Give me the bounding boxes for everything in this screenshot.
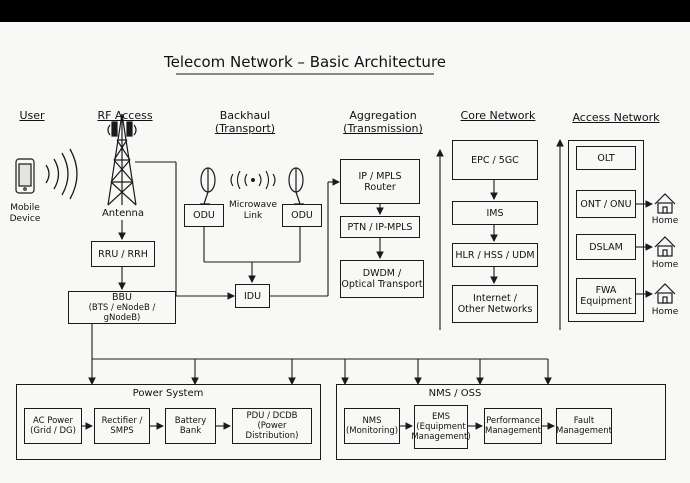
fwa-line2: Equipment [580, 296, 632, 307]
fwa-box[interactable]: FWA Equipment [576, 278, 636, 314]
ac-line1: AC Power [32, 416, 73, 426]
ims-box[interactable]: IMS [452, 201, 538, 225]
idu-box[interactable]: IDU [235, 284, 270, 308]
antenna-tower-icon [107, 113, 137, 206]
section-core-network: Core Network [460, 109, 536, 122]
ems-line3: Management) [411, 432, 471, 442]
odu-right-label: ODU [291, 210, 313, 221]
internet-line2: Other Networks [457, 304, 533, 315]
epc-label: EPC / 5GC [471, 154, 519, 166]
ont-label: ONT / ONU [580, 198, 632, 210]
nms-oss-panel [336, 384, 666, 460]
fwa-line1: FWA [595, 285, 617, 296]
nms-oss-title: NMS / OSS [428, 388, 482, 399]
power-system-panel [16, 384, 321, 460]
section-access-network: Access Network [572, 111, 660, 124]
diagram-sheet: Telecom Network – Basic Architecture Use… [0, 22, 690, 483]
dwdm-line2: Optical Transport [341, 279, 423, 290]
fault-line2: Management [556, 426, 612, 436]
bbu-label: BBU [112, 292, 132, 303]
perf-line1: Performance [486, 416, 540, 426]
section-backhaul-sub: (Transport) [214, 122, 276, 135]
internet-box[interactable]: Internet / Other Networks [452, 285, 538, 323]
hlr-label: HLR / HSS / UDM [455, 249, 535, 261]
ems-box[interactable]: EMS (Equipment Management) [411, 405, 471, 449]
power-system-title: Power System [132, 388, 204, 399]
home-icon [654, 193, 676, 214]
ip-mpls-router-box[interactable]: IP / MPLS Router [340, 159, 420, 204]
pdu-line1: PDU / DCDB [246, 411, 298, 421]
battery-bank-box[interactable]: Battery Bank [165, 408, 216, 444]
ims-label: IMS [486, 207, 504, 219]
rectifier-box[interactable]: Rectifier / SMPS [94, 408, 150, 444]
nms-line1: NMS [362, 416, 382, 426]
section-user: User [19, 109, 45, 122]
epc-5gc-box[interactable]: EPC / 5GC [452, 140, 538, 180]
section-aggregation-sub: (Transmission) [343, 122, 423, 135]
olt-label: OLT [597, 152, 615, 164]
mobile-phone-icon [15, 158, 35, 194]
ac-power-box[interactable]: AC Power (Grid / DG) [24, 408, 82, 444]
home-label-3: Home [651, 307, 679, 317]
access-network-panel [568, 140, 644, 322]
microwave-link-line1: Microwave [229, 200, 277, 210]
rect-line1: Rectifier / [101, 416, 143, 426]
home-icon [654, 283, 676, 304]
signal-waves-icon [45, 148, 78, 200]
bbu-sub-label: (BTS / eNodeB / gNodeB) [88, 303, 156, 323]
home-label-1: Home [651, 216, 679, 226]
odu-left-box[interactable]: ODU [184, 204, 224, 227]
microwave-waves-icon [230, 170, 276, 190]
odu-right-box[interactable]: ODU [282, 204, 322, 227]
microwave-dish-right-icon [288, 167, 304, 205]
microwave-link-line2: Link [243, 211, 263, 221]
fault-management-box[interactable]: Fault Management [556, 408, 612, 444]
home-icon [654, 236, 676, 257]
microwave-dish-left-icon [200, 167, 216, 205]
battery-line2: Bank [179, 426, 202, 436]
ont-onu-box[interactable]: ONT / ONU [576, 190, 636, 218]
rru-box[interactable]: RRU / RRH [91, 241, 155, 267]
ptn-label: PTN / IP-MPLS [347, 221, 413, 233]
idu-label: IDU [243, 290, 262, 302]
diagram-title: Telecom Network – Basic Architecture [163, 53, 447, 71]
nms-box[interactable]: NMS (Monitoring) [344, 408, 400, 444]
mobile-device-line2: Device [9, 214, 41, 224]
section-aggregation: Aggregation [349, 109, 417, 122]
pdu-dcdb-box[interactable]: PDU / DCDB (Power Distribution) [232, 408, 312, 444]
odu-left-label: ODU [193, 210, 215, 221]
rect-line2: SMPS [110, 426, 134, 436]
mobile-device-line1: Mobile [10, 203, 40, 213]
section-backhaul: Backhaul [219, 109, 271, 122]
battery-line1: Battery [174, 416, 207, 426]
home-label-2: Home [651, 260, 679, 270]
mobile-device-label: Mobile Device [4, 203, 46, 225]
microwave-link-label: Microwave Link [224, 200, 282, 222]
internet-line1: Internet / [473, 293, 517, 304]
ptn-box[interactable]: PTN / IP-MPLS [340, 216, 420, 238]
bbu-box[interactable]: BBU (BTS / eNodeB / gNodeB) [68, 291, 176, 324]
ems-line2: (Equipment [416, 422, 466, 432]
hlr-box[interactable]: HLR / HSS / UDM [452, 243, 538, 267]
router-line1: IP / MPLS [358, 170, 402, 182]
ems-line1: EMS [431, 412, 451, 422]
router-line2: Router [364, 181, 396, 193]
performance-management-box[interactable]: Performance Management [484, 408, 542, 444]
ac-line2: (Grid / DG) [30, 426, 76, 436]
rru-label: RRU / RRH [98, 248, 148, 260]
pdu-line2: (Power Distribution) [245, 421, 299, 441]
dwdm-box[interactable]: DWDM / Optical Transport [340, 260, 424, 298]
section-rf-access: RF Access [97, 109, 153, 122]
antenna-label: Antenna [101, 208, 145, 219]
connection-lines [15, 73, 676, 430]
dwdm-line1: DWDM / [362, 268, 402, 279]
dslam-label: DSLAM [589, 241, 623, 253]
dslam-box[interactable]: DSLAM [576, 234, 636, 260]
nms-line2: (Monitoring) [345, 426, 399, 436]
olt-box[interactable]: OLT [576, 146, 636, 170]
fault-line1: Fault [573, 416, 595, 426]
perf-line2: Management [485, 426, 541, 436]
